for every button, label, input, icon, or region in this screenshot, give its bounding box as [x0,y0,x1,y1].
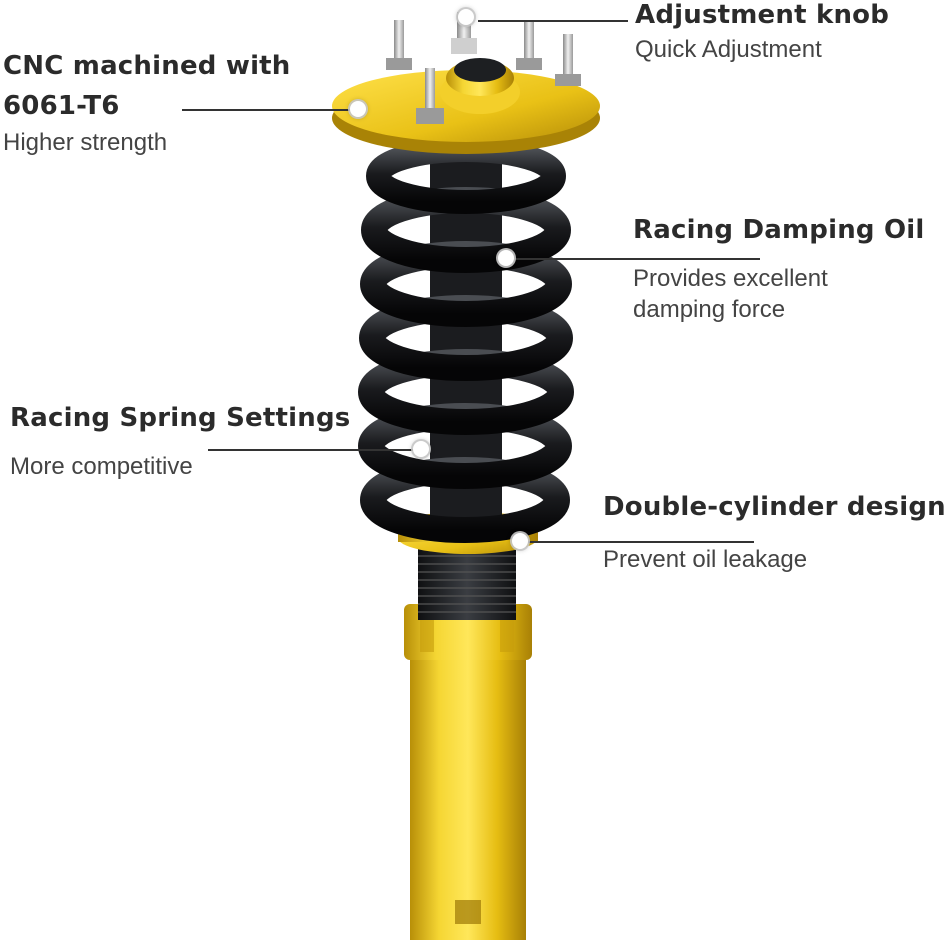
leader-line-double-cylinder [524,541,754,543]
callout-spring-settings: Racing Spring Settings More competitive [10,403,350,482]
callout-desc: Prevent oil leakage [603,546,808,573]
callout-damping-oil: Racing Damping Oil Provides excellent da… [633,215,925,325]
leader-line-spring [208,449,418,451]
callout-desc-line1: Provides excellent [633,265,828,292]
leader-line-adjustment-knob [478,20,628,22]
coil-spring [358,138,574,543]
callout-cnc-machined: CNC machined with 6061-T6 Higher strengt… [3,51,291,158]
hotspot-double-cylinder [512,533,528,549]
callout-desc: Quick Adjustment [635,36,822,63]
callout-title: Adjustment knob [635,0,890,30]
callout-desc-line2: damping force [633,296,786,323]
top-mount [332,58,600,154]
callout-title: Racing Damping Oil [633,215,925,245]
leader-line-damping-oil [512,258,760,260]
hotspot-spring [413,441,429,457]
hotspot-damping-oil [498,250,514,266]
hotspot-adjustment-knob [458,9,474,25]
callout-title: Racing Spring Settings [10,403,351,433]
callout-title: Double-cylinder design [603,492,945,522]
callout-desc: More competitive [10,453,193,480]
callout-title-line1: CNC machined with [3,51,291,81]
callout-adjustment-knob: Adjustment knob Quick Adjustment [635,0,889,65]
hotspot-cnc [350,101,366,117]
mount-studs [386,12,581,124]
callout-double-cylinder: Double-cylinder design Prevent oil leaka… [603,492,945,575]
callout-title-line2: 6061-T6 [3,91,120,121]
callout-desc: Higher strength [3,129,168,156]
leader-line-cnc [182,109,354,111]
lower-body [404,604,532,940]
